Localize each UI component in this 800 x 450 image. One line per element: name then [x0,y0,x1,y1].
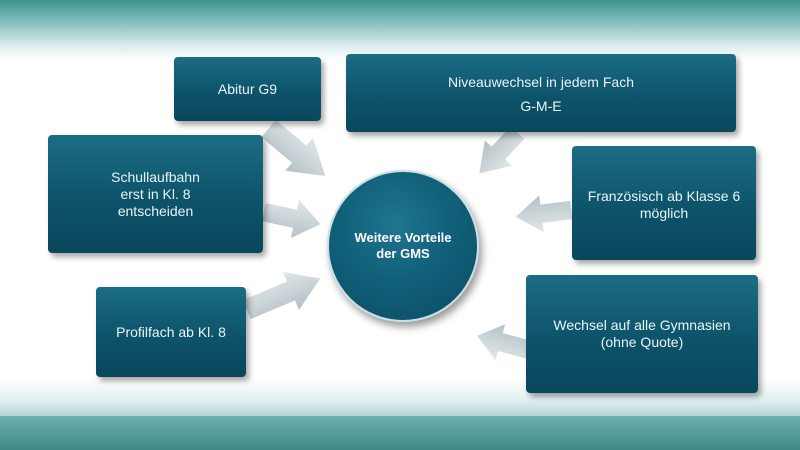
box-schullaufbahn-line2: erst in Kl. 8 [120,186,191,202]
box-abitur-g9: Abitur G9 [174,57,321,121]
box-schullaufbahn: Schullaufbahn erst in Kl. 8 entscheiden [48,135,263,253]
box-abitur-text: Abitur G9 [217,80,278,97]
box-niveau-line1: Niveauwechsel in jedem Fach [448,74,634,90]
box-wechsel-line2: (ohne Quote) [600,334,684,350]
box-franzoesisch-line1: Französisch ab Klasse 6 [587,188,741,204]
center-line2: der GMS [376,246,430,261]
box-profilfach-text: Profilfach ab Kl. 8 [116,323,226,340]
box-schullaufbahn-line3: entscheiden [117,203,194,219]
arrow-profilfach [240,270,323,322]
center-line1: Weitere Vorteile [354,230,452,245]
center-circle: Weitere Vorteile der GMS [327,170,479,322]
bottom-decor-stripe [0,416,800,450]
box-franzoesisch-line2: möglich [639,205,689,221]
top-decor-band [0,0,800,60]
box-niveauwechsel: Niveauwechsel in jedem Fach G-M-E [346,54,736,132]
box-wechsel-line1: Wechsel auf alle Gymnasien [553,317,731,333]
box-wechsel-gymnasien: Wechsel auf alle Gymnasien (ohne Quote) [526,275,758,393]
box-franzoesisch: Französisch ab Klasse 6 möglich [572,146,756,260]
arrow-franzoesisch [513,192,575,235]
box-profilfach: Profilfach ab Kl. 8 [96,287,246,377]
box-niveau-line2: G-M-E [520,98,562,114]
arrow-abitur [259,117,328,178]
box-schullaufbahn-line1: Schullaufbahn [111,169,200,185]
arrow-schullaufbahn [260,196,323,241]
